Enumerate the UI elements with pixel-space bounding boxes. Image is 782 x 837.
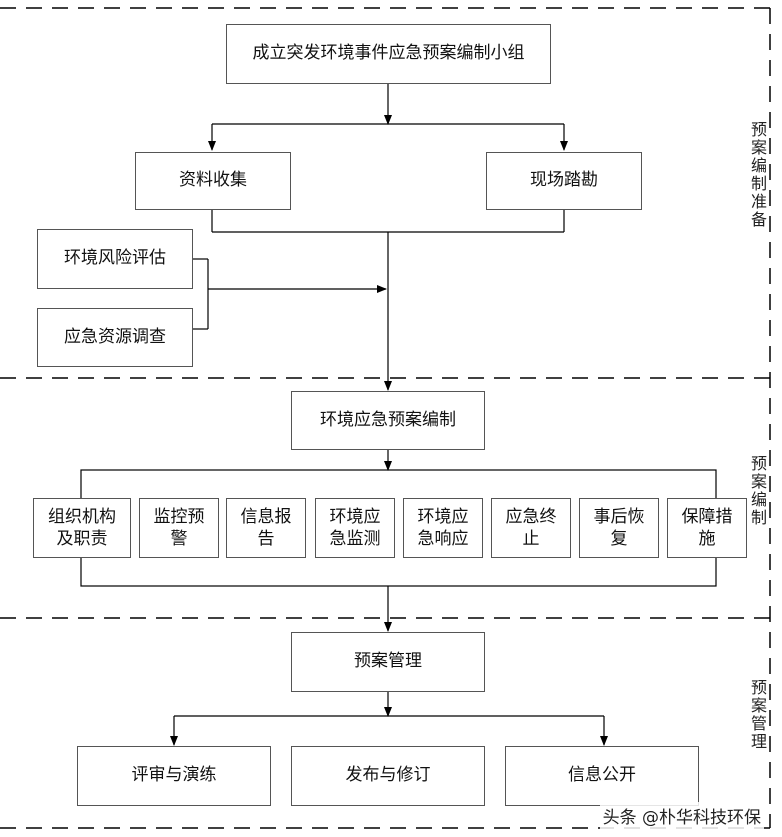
plan-management-node: 预案管理 — [291, 632, 485, 692]
section-node: 环境应 急响应 — [403, 498, 483, 558]
info-disclosure-node: 信息公开 — [505, 746, 699, 806]
section-node: 监控预 警 — [139, 498, 219, 558]
plan-compilation-node: 环境应急预案编制 — [291, 391, 485, 450]
review-drill-node: 评审与演练 — [77, 746, 271, 806]
risk-assessment-node: 环境风险评估 — [37, 229, 193, 289]
section-node: 信息报 告 — [226, 498, 306, 558]
section-node: 环境应 急监测 — [315, 498, 395, 558]
phase-label-compilation: 预案编制 — [750, 454, 767, 527]
site-survey-node: 现场踏勘 — [486, 152, 642, 210]
form-team-node: 成立突发环境事件应急预案编制小组 — [226, 24, 551, 84]
phase-label-management: 预案管理 — [750, 678, 767, 751]
phase-label-preparation: 预案编制准备 — [750, 120, 767, 229]
watermark: 头条 @朴华科技环保 — [599, 802, 764, 829]
section-node: 保障措 施 — [667, 498, 747, 558]
resource-survey-node: 应急资源调查 — [37, 308, 193, 367]
section-node: 应急终 止 — [491, 498, 571, 558]
release-revise-node: 发布与修订 — [291, 746, 485, 806]
data-collection-node: 资料收集 — [135, 152, 291, 210]
section-node: 事后恢 复 — [579, 498, 659, 558]
section-node: 组织机构 及职责 — [33, 498, 131, 558]
